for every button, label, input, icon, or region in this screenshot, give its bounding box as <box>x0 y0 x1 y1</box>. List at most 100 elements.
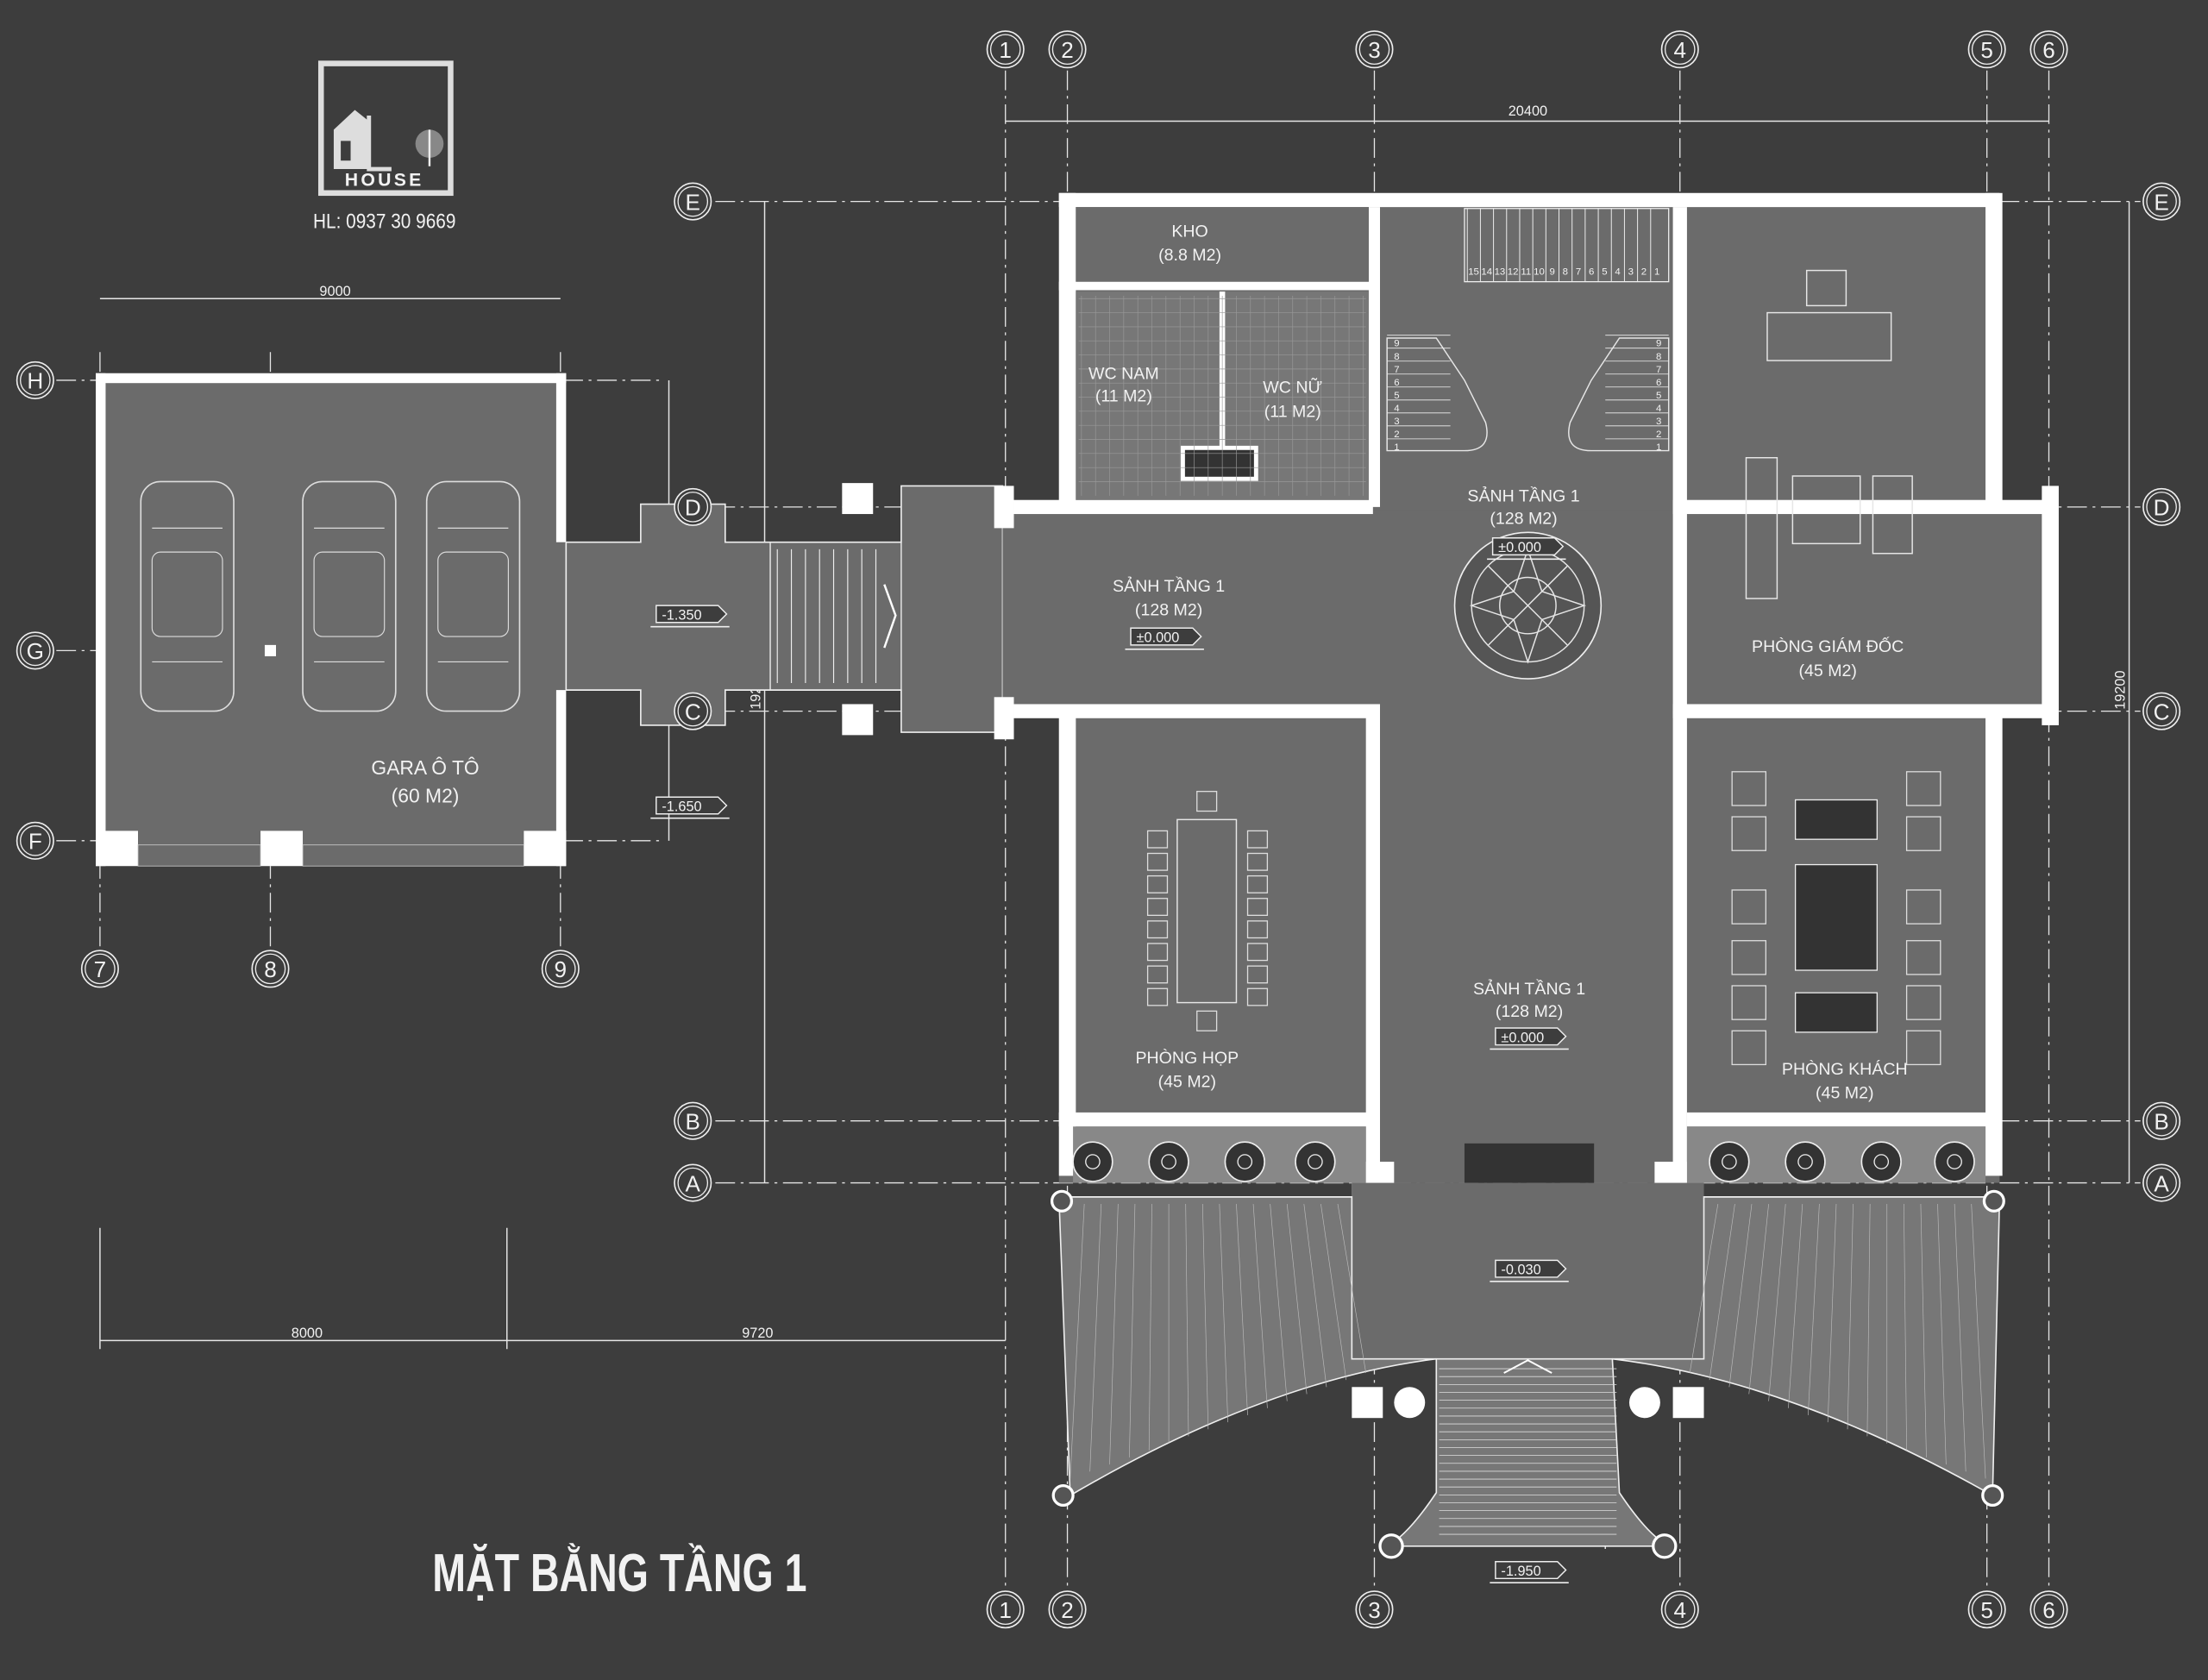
room-area-giam-doc: (45 M2) <box>1798 661 1856 680</box>
room-name-phong-khach: PHÒNG KHÁCH <box>1782 1059 1908 1079</box>
plant-icon <box>1860 1141 1902 1182</box>
plant-icon <box>1224 1141 1265 1182</box>
room-area-phong-khach: (45 M2) <box>1816 1084 1873 1103</box>
level-tags: ±0.000±0.000±0.000-1.350-1.650-0.030-1.9… <box>650 537 1569 1584</box>
stair-step-number: 9 <box>1550 266 1555 277</box>
grid-bubble-label: C <box>685 699 701 724</box>
stair-step-number: 8 <box>1656 352 1661 362</box>
plant-icon <box>1785 1141 1826 1182</box>
stair-step-number: 12 <box>1508 266 1519 277</box>
chair-icon <box>1246 852 1269 871</box>
dl-house-logo: HOUSE <box>317 60 454 197</box>
stair-step-number: 3 <box>1394 417 1399 427</box>
plant-icon <box>1295 1141 1336 1182</box>
room-area-wc-nam: (11 M2) <box>1095 386 1152 405</box>
car-group <box>140 480 521 712</box>
chair-icon <box>1246 874 1269 893</box>
armchair-icon <box>1731 816 1766 851</box>
stair-step-number: 15 <box>1468 266 1479 277</box>
grid-bubble-garage-row: F <box>16 821 54 860</box>
armchair-icon <box>1731 771 1766 806</box>
grid-bubble-label: 4 <box>1673 37 1686 63</box>
plant-icon <box>1709 1141 1750 1182</box>
room-area-wc-nu: (11 M2) <box>1264 402 1321 421</box>
grid-bubble-top: 3 <box>1355 30 1394 69</box>
armchair-icon <box>1905 771 1941 806</box>
grid-bubble-bottom: 3 <box>1355 1590 1394 1629</box>
grid-bubble-label: 5 <box>1980 1597 1993 1623</box>
level-tag-porch: -0.030 <box>1490 1259 1569 1282</box>
stair-step-number: 4 <box>1656 404 1662 414</box>
dim-depth-right: 19200 <box>2113 670 2129 709</box>
chair-icon <box>1196 791 1218 812</box>
stair-step-number: 7 <box>1576 266 1581 277</box>
grid-bubble-label: E <box>686 189 700 215</box>
room-name-wc-nam: WC NAM <box>1088 364 1159 383</box>
room-name-wc-nu: WC NỮ <box>1263 377 1322 398</box>
grid-bubble-right: B <box>2142 1101 2181 1140</box>
grid-bubble-right: C <box>2142 692 2181 730</box>
grid-bubble-left: C <box>674 692 712 730</box>
chair-icon <box>1146 965 1169 984</box>
grid-bubble-label: 7 <box>94 956 107 982</box>
grid-bubble-garage-col: 7 <box>80 950 119 988</box>
stair-step-number: 9 <box>1394 339 1399 349</box>
car-icon <box>140 480 235 712</box>
grid-bubble-top: 1 <box>986 30 1025 69</box>
stair-step-number: 13 <box>1495 266 1506 277</box>
level-value: ±0.000 <box>1137 630 1180 646</box>
car-icon <box>425 480 521 712</box>
grid-bubble-right: E <box>2142 182 2181 221</box>
grid-bubble-garage-col: 8 <box>251 950 290 988</box>
level-tag-sanh_left: ±0.000 <box>1125 627 1204 650</box>
grid-bubble-left: E <box>674 182 712 221</box>
grid-bubble-label: B <box>2154 1109 2168 1135</box>
grid-bubble-top: 4 <box>1660 30 1699 69</box>
stair-step-number: 2 <box>1394 429 1399 440</box>
armchair-icon <box>1905 816 1941 851</box>
stair-step-number: 1 <box>1394 442 1399 453</box>
chair-icon <box>1146 987 1169 1006</box>
grid-bubble-garage-row: H <box>16 360 54 399</box>
grid-bubble-left: B <box>674 1101 712 1140</box>
level-tag-sanh_top: ±0.000 <box>1487 537 1566 561</box>
grid-bubble-label: C <box>2154 699 2170 724</box>
room-labels: KHO (8.8 M2) WC NAM (11 M2) WC NỮ (11 M2… <box>1088 222 1908 1102</box>
car-icon <box>302 480 397 712</box>
grid-bubble-label: 2 <box>1061 1597 1074 1623</box>
grid-bubble-label: 3 <box>1368 37 1381 63</box>
grid-bubble-garage-row: G <box>16 631 54 670</box>
connector-corridor <box>565 483 1004 736</box>
room-name-sanh-top: SẢNH TẦNG 1 <box>1467 486 1579 505</box>
room-area-gara: (60 M2) <box>392 785 460 807</box>
room-area-sanh-left: (128 M2) <box>1135 601 1202 620</box>
stair-step-number: 1 <box>1654 266 1659 277</box>
grid-bubble-left: D <box>674 487 712 526</box>
grid-bubble-top: 6 <box>2029 30 2068 69</box>
armchair-icon <box>1905 1030 1941 1066</box>
grid-bubble-label: D <box>685 495 701 521</box>
grid-bubble-label: 5 <box>1980 37 1993 63</box>
stair-step-number: 8 <box>1394 352 1399 362</box>
stair-step-number: 7 <box>1394 365 1399 375</box>
armchair-icon <box>1905 940 1941 975</box>
grid-bubble-label: 3 <box>1368 1597 1381 1623</box>
level-tag-garage_front: -1.650 <box>650 796 730 819</box>
stair-step-number: 4 <box>1394 404 1400 414</box>
chair-icon <box>1146 943 1169 962</box>
dim-overall-width: 20400 <box>1509 103 1547 119</box>
room-name-phong-hop: PHÒNG HỌP <box>1135 1048 1239 1068</box>
level-value: ±0.000 <box>1498 540 1541 555</box>
grid-bubble-label: H <box>27 368 43 394</box>
grid-bubble-label: A <box>2154 1170 2169 1196</box>
grid-bubble-label: 8 <box>264 956 277 982</box>
chair-icon <box>1246 943 1269 962</box>
grid-bubble-bottom: 6 <box>2029 1590 2068 1629</box>
chair-icon <box>1146 898 1169 916</box>
stair-step-number: 11 <box>1521 266 1531 277</box>
grid-bubble-label: 9 <box>555 956 568 982</box>
dim-bottom-right: 9720 <box>742 1326 773 1341</box>
chair-icon <box>1246 965 1269 984</box>
